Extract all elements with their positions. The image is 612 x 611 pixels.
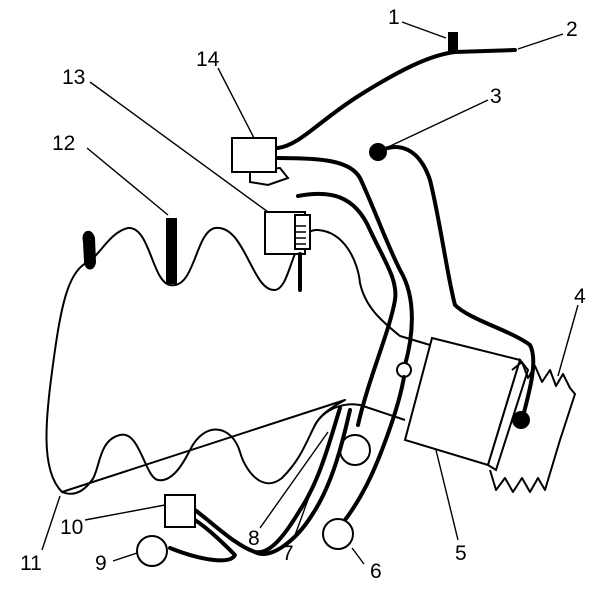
callout-14: 14 (196, 48, 220, 71)
callout-11: 11 (20, 552, 42, 575)
callout-5: 5 (455, 542, 467, 565)
callout-2: 2 (566, 18, 578, 41)
callout-13: 13 (62, 66, 85, 89)
callout-9: 9 (95, 552, 107, 575)
connector-10 (164, 494, 196, 528)
callout-7: 7 (282, 542, 294, 565)
callout-6: 6 (370, 560, 382, 583)
connector-3 (369, 143, 387, 161)
connector-4 (512, 411, 530, 429)
engine-outline (45, 226, 431, 495)
harness-wire-main (276, 48, 517, 150)
callout-12: 12 (52, 132, 75, 155)
callout-8: 8 (248, 527, 260, 550)
clip-12 (166, 218, 177, 284)
sensor-left (82, 230, 96, 270)
harness-wire-8b (253, 408, 352, 556)
harness-wire-13 (296, 191, 398, 427)
leader-lines (41, 21, 579, 565)
callout-10: 10 (60, 516, 83, 539)
connector-9 (136, 535, 168, 567)
control-module (403, 336, 530, 472)
harness-wire-9 (168, 518, 237, 563)
harness-wire-10 (193, 508, 257, 554)
connector-6 (322, 518, 354, 550)
callout-1: 1 (388, 6, 400, 29)
harness-wire-3 (376, 145, 536, 422)
harness-wire-6 (343, 375, 406, 522)
connector-13 (264, 211, 311, 292)
callout-3: 3 (490, 85, 502, 108)
callout-4: 4 (574, 285, 586, 308)
wire-junction (396, 362, 412, 378)
connector-1 (448, 32, 458, 52)
connector-14 (231, 137, 290, 187)
harness-wire-14 (276, 156, 414, 367)
